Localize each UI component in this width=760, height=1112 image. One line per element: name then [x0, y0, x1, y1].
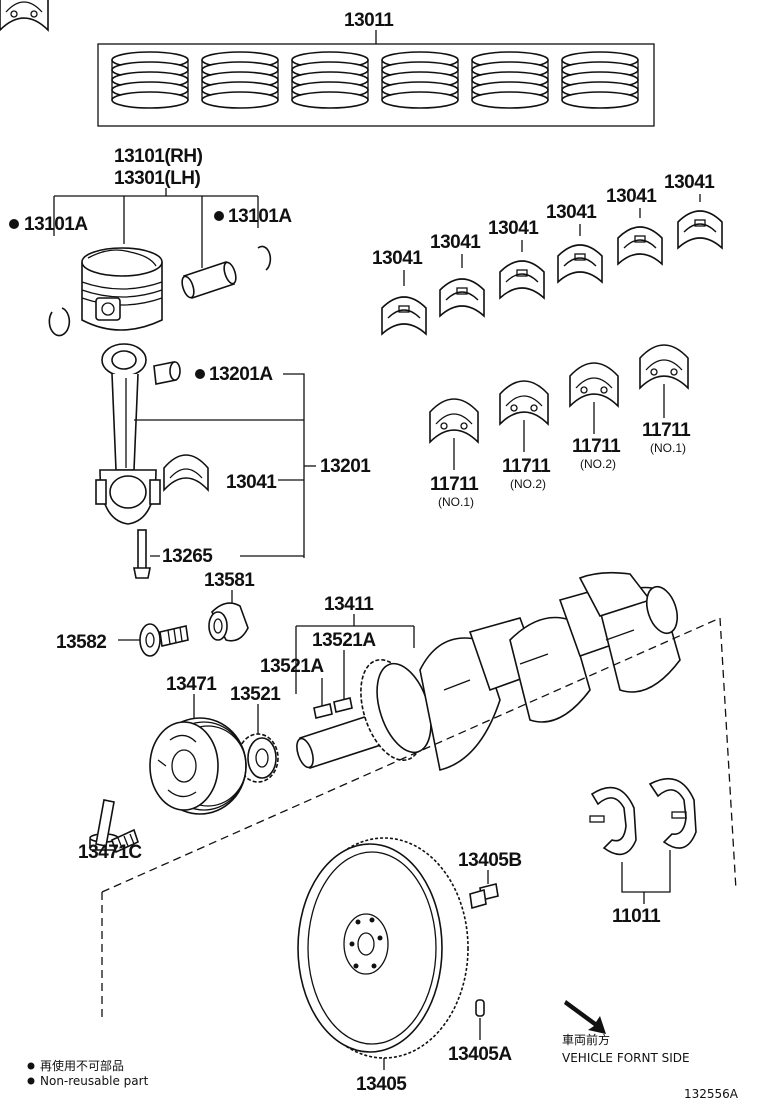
main-bearing-lower-3[interactable]	[569, 362, 619, 407]
label-13471: 13471	[166, 674, 217, 695]
crank-key-b[interactable]	[313, 703, 333, 719]
flywheel-bolt[interactable]	[469, 883, 499, 910]
non-reusable-dot-left	[9, 219, 19, 229]
label-13265: 13265	[162, 546, 213, 567]
main-bearing-lower-4[interactable]	[639, 344, 689, 389]
main-bearing-lower-1[interactable]	[429, 398, 479, 443]
label-13011: 13011	[344, 10, 394, 31]
conrod-bolt[interactable]	[133, 529, 151, 579]
legend-jp: 再使用不可部品	[40, 1058, 124, 1073]
label-11711-no2-right: 11711	[572, 436, 621, 457]
label-13201a: 13201A	[209, 364, 273, 385]
piston[interactable]	[81, 247, 163, 331]
pulley-bolt[interactable]	[139, 623, 189, 657]
direction-jp: 車両前方	[562, 1032, 610, 1047]
main-bearing-upper-5[interactable]	[617, 226, 663, 265]
main-bearing-lower-2[interactable]	[499, 380, 549, 425]
label-13405a: 13405A	[448, 1044, 512, 1065]
label-13582: 13582	[56, 632, 106, 653]
label-13101-rh: 13101(RH)	[114, 146, 203, 167]
timing-gear[interactable]	[237, 733, 279, 783]
crank-key-a[interactable]	[333, 697, 353, 713]
thrust-washer-right[interactable]	[648, 777, 697, 849]
front-direction-arrow-icon	[564, 1000, 606, 1034]
crankshaft[interactable]	[294, 571, 683, 771]
main-bearing-upper-4[interactable]	[557, 244, 603, 283]
label-13101a-left: 13101A	[24, 214, 88, 235]
main-bearing-upper-6[interactable]	[677, 210, 723, 249]
note-no1-left: (NO.1)	[438, 495, 474, 509]
note-no2-left: (NO.2)	[510, 477, 546, 491]
label-13521a-upper: 13521A	[312, 630, 376, 651]
label-13041-d: 13041	[546, 202, 597, 223]
snap-ring-left[interactable]	[48, 307, 71, 337]
pulley-set-bolt[interactable]	[89, 799, 139, 854]
main-bearing-upper-3[interactable]	[499, 260, 545, 299]
label-13041-c: 13041	[488, 218, 539, 239]
non-reusable-dot-right	[214, 211, 224, 221]
label-11011: 11011	[612, 906, 661, 927]
legend-dot-en	[27, 1077, 35, 1085]
main-bearing-upper-2[interactable]	[439, 278, 485, 317]
label-13471c: 13471C	[78, 842, 142, 863]
label-13041-b: 13041	[430, 232, 481, 253]
main-bearing-upper-1[interactable]	[381, 296, 427, 335]
connecting-rod[interactable]	[95, 343, 161, 525]
label-13041-conrod: 13041	[226, 472, 277, 493]
non-reusable-dot-bushing	[195, 369, 205, 379]
label-11711-no1-right: 11711	[642, 420, 691, 441]
label-13041-a: 13041	[372, 248, 423, 269]
pulley-washer[interactable]	[208, 602, 249, 642]
label-11711-no2-left: 11711	[502, 456, 551, 477]
piston-ring-set[interactable]	[97, 30, 655, 127]
label-13405b: 13405B	[458, 850, 522, 871]
legend-dot-jp	[27, 1062, 35, 1070]
legend-en: Non-reusable part	[40, 1074, 149, 1088]
conrod-bearing[interactable]	[163, 454, 209, 493]
direction-en: VEHICLE FORNT SIDE	[562, 1051, 690, 1065]
figure-id: 132556A	[684, 1087, 739, 1101]
label-13201: 13201	[320, 456, 371, 477]
note-no1-right: (NO.1)	[650, 441, 686, 455]
label-13041-f: 13041	[664, 172, 715, 193]
conrod-bushing[interactable]	[153, 361, 181, 385]
label-13581: 13581	[204, 570, 255, 591]
label-13301-lh: 13301(LH)	[114, 168, 200, 189]
label-13521: 13521	[230, 684, 281, 705]
label-11711-no1-left: 11711	[430, 474, 479, 495]
label-13041-e: 13041	[606, 186, 657, 207]
label-13405: 13405	[356, 1074, 407, 1095]
label-13411: 13411	[324, 594, 374, 615]
crank-pulley[interactable]	[149, 717, 247, 815]
thrust-washer-left[interactable]	[589, 786, 637, 856]
label-13101a-right: 13101A	[228, 206, 292, 227]
note-no2-right: (NO.2)	[580, 457, 616, 471]
piston-pin[interactable]	[180, 260, 238, 300]
label-13521a-lower: 13521A	[260, 656, 324, 677]
snap-ring-right[interactable]	[257, 245, 272, 271]
flywheel[interactable]	[297, 837, 469, 1059]
flywheel-pin[interactable]	[475, 999, 485, 1017]
